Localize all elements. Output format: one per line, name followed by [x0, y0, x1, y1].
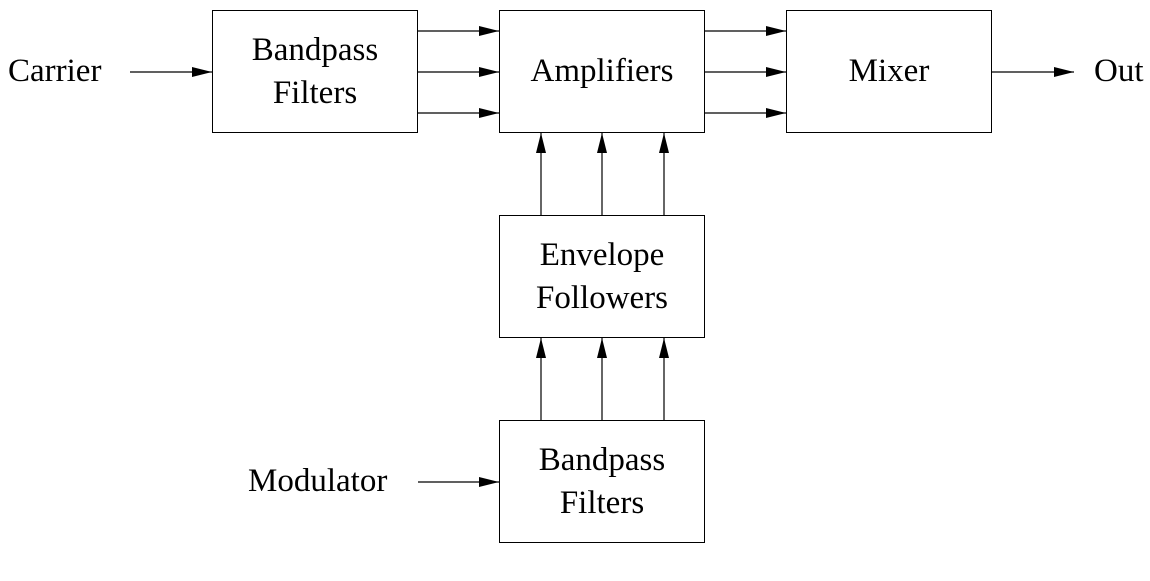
envelope-followers-block: Envelope Followers	[499, 215, 705, 338]
block-label-line-1: Mixer	[848, 53, 930, 89]
mixer-block: Mixer	[786, 10, 992, 133]
block-label-line-1: Bandpass	[538, 441, 666, 478]
carrier-bandpass-filters-block: Bandpass Filters	[212, 10, 418, 133]
block-label-line-2: Followers	[536, 279, 668, 316]
carrier-label: Carrier	[8, 53, 102, 89]
block-label-line-1: Envelope	[539, 236, 665, 273]
amplifiers-block: Amplifiers	[499, 10, 705, 133]
output-label: Out	[1094, 53, 1144, 89]
block-label-line-1: Bandpass	[251, 31, 379, 68]
modulator-label: Modulator	[248, 463, 388, 499]
block-label-line-2: Filters	[559, 484, 645, 521]
block-label-line-2: Filters	[272, 74, 358, 111]
block-label-line-1: Amplifiers	[530, 53, 674, 89]
modulator-bandpass-filters-block: Bandpass Filters	[499, 420, 705, 543]
